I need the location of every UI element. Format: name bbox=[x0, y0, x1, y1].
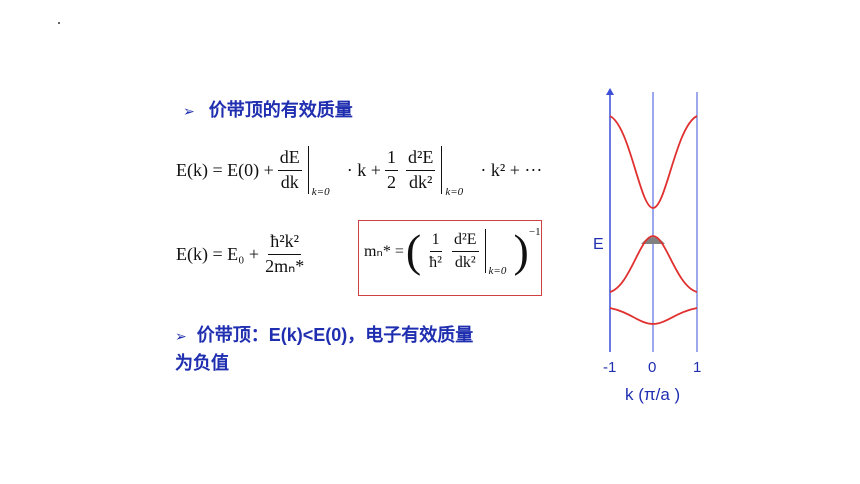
effective-mass-box bbox=[358, 220, 542, 296]
eq3-eval-bar: k=0 bbox=[484, 229, 516, 277]
equation-taylor-expansion: E(k) = E(0) + dE dk k=0 · k + 1 2 d²E dk… bbox=[176, 146, 543, 198]
valence-band-curve bbox=[609, 235, 698, 293]
eq3-paren-open: ( bbox=[405, 225, 422, 276]
eq1-first-derivative: dE dk bbox=[277, 146, 302, 192]
eq1-mid: · k + bbox=[346, 159, 381, 180]
valence-top-bullet: ➢ 价带顶：E(k)<E(0)，电子有效质量 为负值 bbox=[175, 322, 555, 376]
eq1-eval-bar-2: k=0 bbox=[441, 146, 472, 198]
heading-bullet: ➢ 价带顶的有效质量 bbox=[183, 96, 353, 122]
eq3-second-derivative: d²E dk² bbox=[451, 230, 479, 271]
point2-line1: 价带顶：E(k)<E(0)，电子有效质量 bbox=[196, 325, 474, 345]
axis-arrowhead-icon bbox=[606, 88, 614, 95]
point2-line1-row: ➢ 价带顶：E(k)<E(0)，电子有效质量 bbox=[175, 322, 555, 350]
band-structure-diagram: E -1 0 1 k (π/a ) bbox=[593, 88, 701, 404]
tick-label-0: 0 bbox=[648, 359, 656, 376]
eq3-inverse-hbar: 1 ħ² bbox=[429, 230, 442, 271]
eq3-paren-close: ) bbox=[513, 225, 529, 276]
eq1-second-derivative: d²E dk² bbox=[405, 146, 436, 192]
eq1-tail: · k² + ··· bbox=[480, 159, 543, 180]
tick-label-1: 1 bbox=[693, 359, 701, 376]
arrow-bullet-icon: ➢ bbox=[183, 104, 195, 120]
eq2-lhs: E(k) = E₀ + bbox=[176, 243, 260, 264]
eq1-lhs: E(k) = E(0) + bbox=[176, 159, 274, 180]
point2-line2: 为负值 bbox=[175, 353, 229, 373]
arrow-bullet-icon: ➢ bbox=[175, 329, 187, 345]
tick-label-minus1: -1 bbox=[603, 359, 616, 376]
energy-axis-label: E bbox=[593, 236, 604, 253]
stray-dot bbox=[58, 22, 60, 24]
eq3-lhs: mₙ* = bbox=[364, 243, 404, 260]
eq3-exponent: −1 bbox=[528, 226, 541, 238]
eq2-fraction: ħ²k² 2mₙ* bbox=[265, 231, 305, 276]
wavevector-axis-label: k (π/a ) bbox=[625, 385, 680, 404]
conduction-band-curve bbox=[609, 115, 698, 209]
equation-effective-mass: mₙ* = ( 1 ħ² d²E dk² k=0 ) −1 bbox=[364, 225, 541, 277]
lower-band-curve bbox=[609, 307, 698, 325]
eq1-half: 1 2 bbox=[384, 146, 398, 192]
equation-parabolic-approx: E(k) = E₀ + ħ²k² 2mₙ* bbox=[176, 231, 310, 277]
heading-text: 价带顶的有效质量 bbox=[208, 100, 353, 120]
eq1-eval-bar-1: k=0 bbox=[307, 146, 339, 198]
